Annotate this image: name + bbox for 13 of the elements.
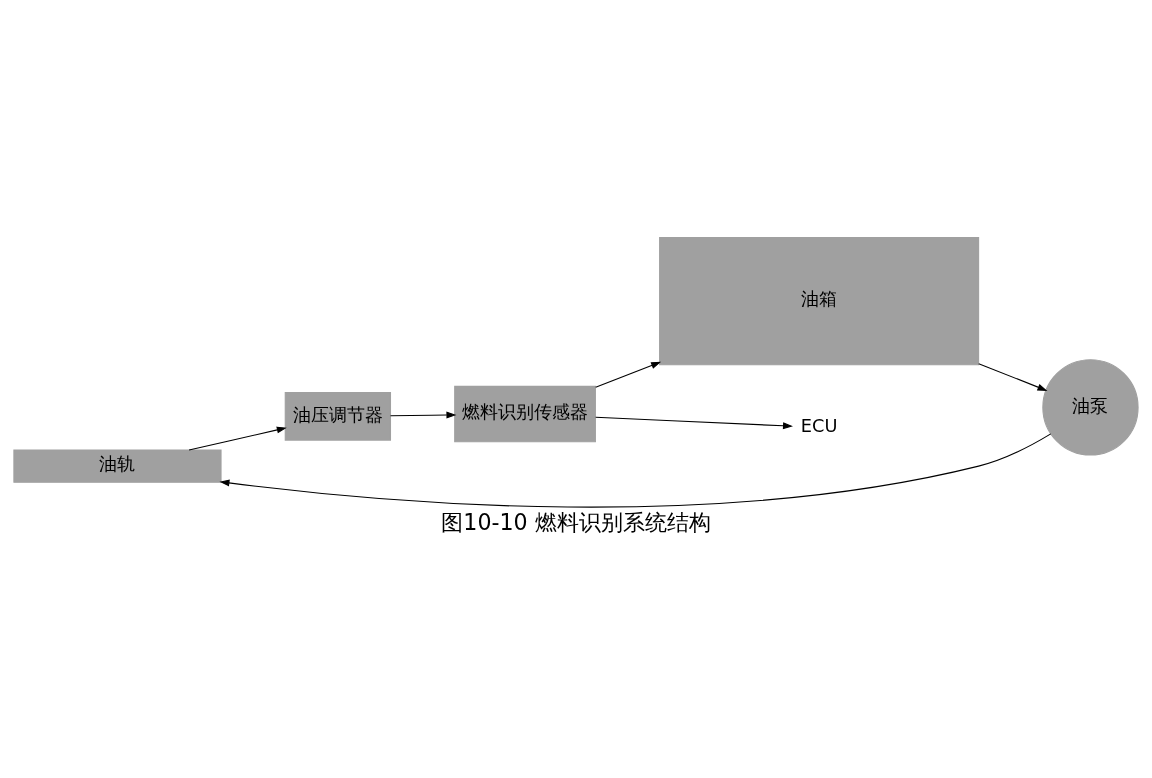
- arrow: [389, 411, 457, 419]
- node-box: 油箱: [659, 236, 980, 366]
- node-box: 油轨: [13, 449, 222, 483]
- arrow: [978, 363, 1048, 391]
- arrow: [219, 433, 1052, 508]
- node-circle: 油泵: [1042, 359, 1139, 456]
- caption: 图10-10 燃料识别系统结构: [441, 508, 711, 535]
- arrow: [595, 361, 662, 388]
- node-box: 油压调节器: [284, 391, 392, 441]
- node-text: ECU: [800, 415, 838, 436]
- arrow: [188, 426, 287, 451]
- arrow: [595, 416, 793, 430]
- node-box: 燃料识别传感器: [454, 385, 596, 443]
